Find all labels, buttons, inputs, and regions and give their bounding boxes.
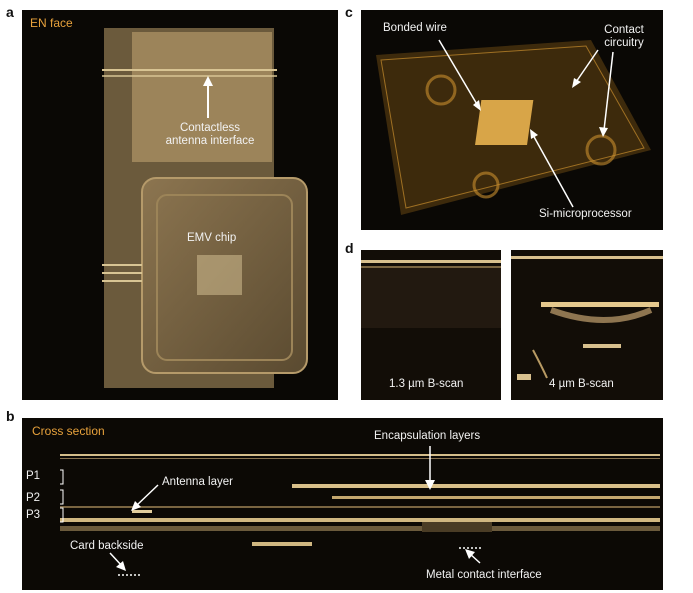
cross-section-image [22,418,663,590]
label-emv-chip: EMV chip [187,232,237,244]
panel-letter-c: c [345,4,353,20]
label-1-3um-bscan: 1.3 µm B-scan [389,378,464,390]
label-p1: P1 [26,470,41,482]
label-contactless-antenna-interface: Contactless antenna interface [165,122,255,147]
label-p3: P3 [26,509,41,521]
bscan-1-image [361,250,501,400]
label-bonded-wire: Bonded wire [383,22,447,34]
label-encapsulation-layers: Encapsulation layers [374,430,481,442]
panel-letter-b: b [6,408,15,424]
panel-d-scan-1: 1.3 µm B-scan [361,250,501,400]
label-si-microprocessor: Si-microprocessor [539,208,632,220]
bscan-2-image [511,250,663,400]
label-4um-bscan: 4 µm B-scan [549,378,614,390]
panel-letter-a: a [6,4,14,20]
label-metal-contact-interface: Metal contact interface [426,569,542,581]
en-face-image [102,28,308,388]
label-contact-circuitry: Contact circuitry [604,24,644,49]
panel-letter-d: d [345,240,354,256]
panel-a-en-face: EN face Contactless antenna interface EM… [22,10,338,400]
label-card-backside: Card backside [70,540,144,552]
panel-d-scan-2: 4 µm B-scan [511,250,663,400]
panel-b-title: Cross section [32,424,105,438]
chip-3d-image [376,39,651,215]
label-antenna-layer: Antenna layer [162,476,233,488]
label-p2: P2 [26,492,41,504]
panel-c-3d-render: Bonded wire Contact circuitry Si-micropr… [361,10,663,230]
panel-b-cross-section: Cross section Encapsulation layers Anten… [22,418,663,590]
panel-a-title: EN face [30,16,73,30]
